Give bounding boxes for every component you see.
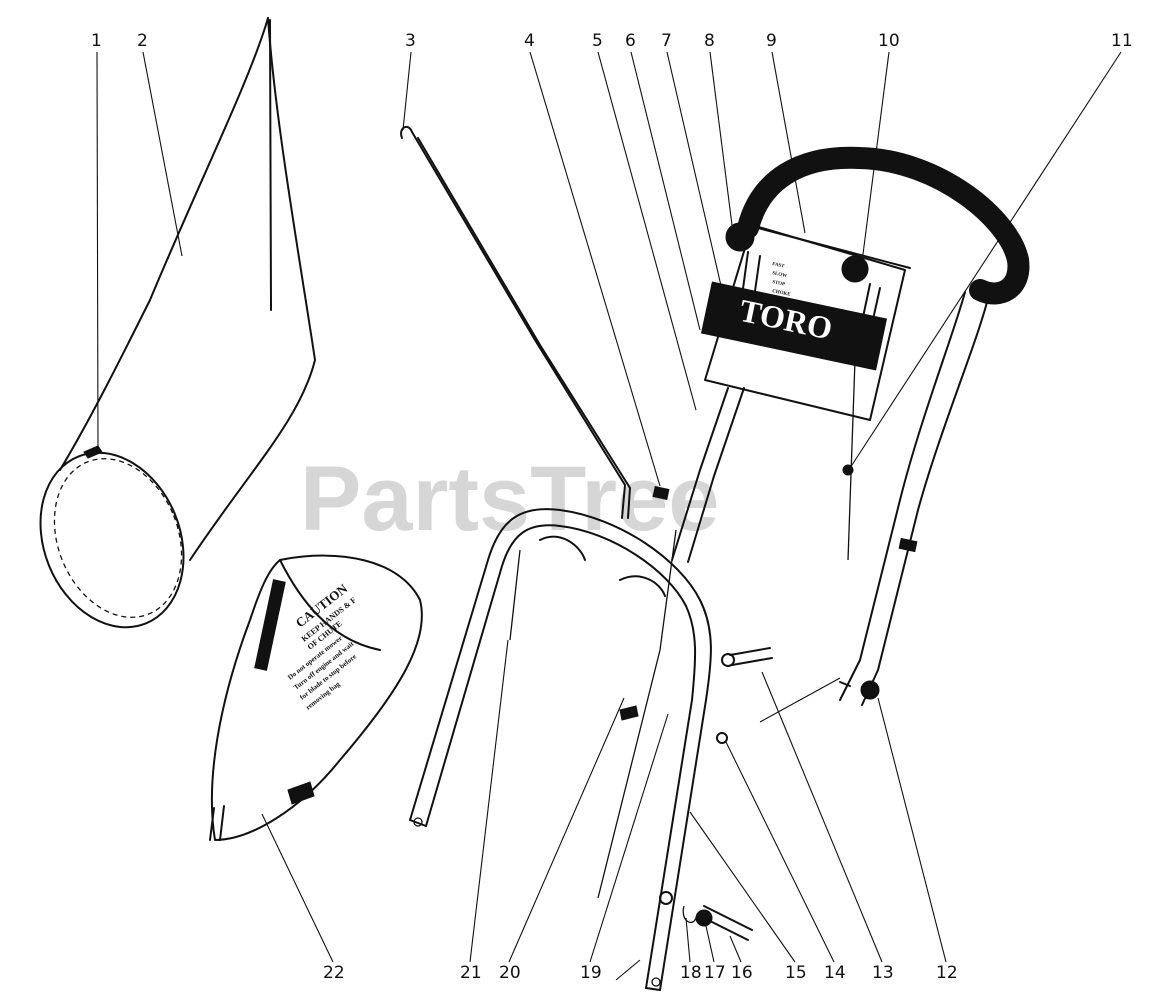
lower-handle	[409, 508, 712, 991]
control-decal-line-3: STOP	[772, 280, 786, 288]
callout-16: 16	[731, 963, 753, 983]
callout-20: 20	[499, 963, 521, 983]
callout-4: 4	[524, 31, 535, 51]
bag-support-rod	[400, 125, 631, 519]
callout-6: 6	[625, 31, 636, 51]
control-decal-line-4: CHOKE	[772, 289, 792, 298]
callout-11: 11	[1111, 31, 1133, 51]
callout-14: 14	[824, 963, 846, 983]
callout-19: 19	[580, 963, 602, 983]
watermark: PartsTree	[300, 448, 719, 550]
callout-21: 21	[460, 963, 482, 983]
callout-1: 1	[91, 31, 102, 51]
callout-12: 12	[936, 963, 958, 983]
callout-22: 22	[323, 963, 345, 983]
callout-5: 5	[592, 31, 603, 51]
rear-deflector: CAUTION KEEP HANDS & F OF CHUTE Do not o…	[209, 554, 423, 841]
grass-bag	[39, 17, 316, 629]
callout-10: 10	[878, 31, 900, 51]
callout-numbers: 1 2 3 4 5 6 7 8 9 10 11 12 13 14 15 16 1…	[91, 31, 1133, 983]
callout-15: 15	[785, 963, 807, 983]
control-decal-line-1: FAST	[772, 262, 786, 270]
hardware	[659, 647, 880, 941]
callout-2: 2	[137, 31, 148, 51]
callout-18: 18	[680, 963, 702, 983]
callout-3: 3	[405, 31, 416, 51]
callout-9: 9	[766, 31, 777, 51]
callout-8: 8	[704, 31, 715, 51]
callout-17: 17	[704, 963, 726, 983]
control-decal-line-2: SLOW	[772, 271, 788, 279]
leader-lines	[96, 51, 1122, 981]
callout-13: 13	[872, 963, 894, 983]
callout-7: 7	[661, 31, 672, 51]
